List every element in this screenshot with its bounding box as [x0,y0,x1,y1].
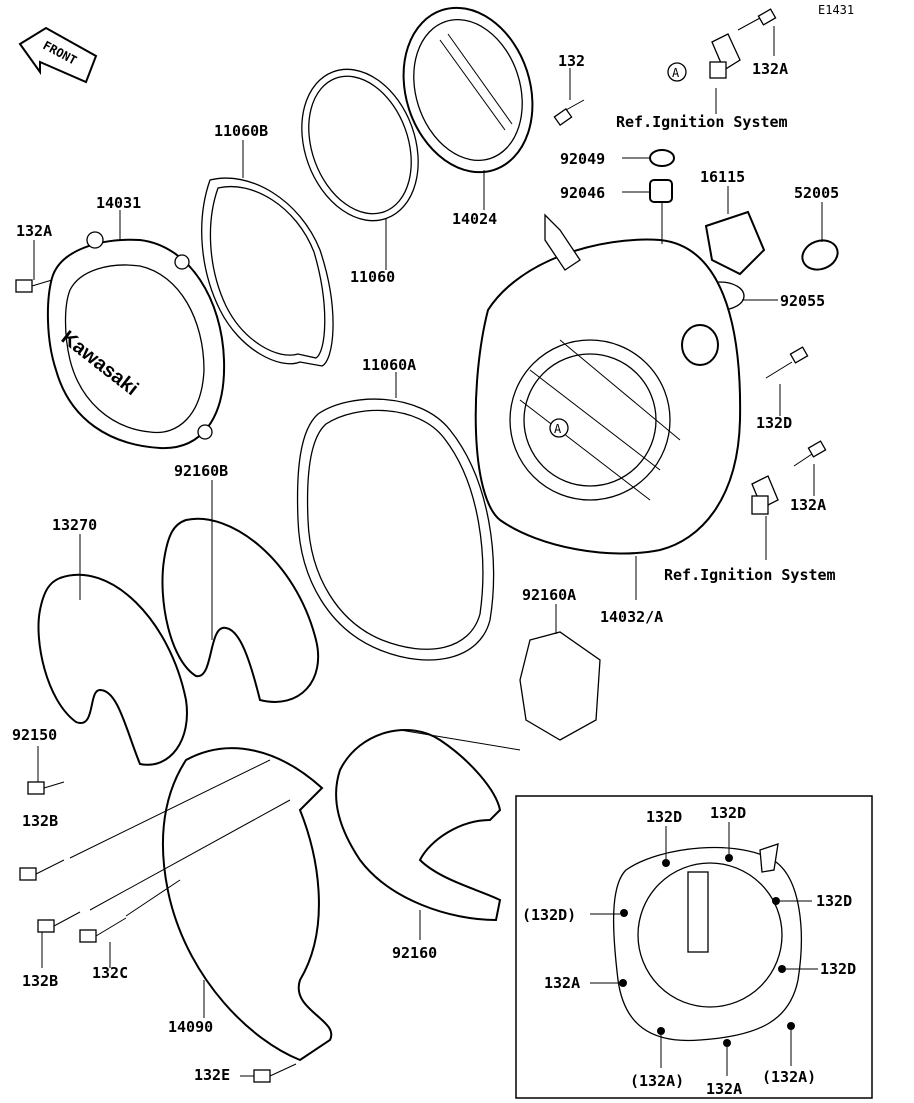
label-132-top: 132 [558,52,585,70]
inset-label-132D-3: (132D) [522,906,576,924]
bracket-right [751,475,779,515]
label-132D-right: 132D [756,414,792,432]
leader-lines [33,26,823,1077]
ref-circle-a-top [667,62,687,82]
label-14090: 14090 [168,1018,213,1036]
label-132A-left: 132A [16,222,52,240]
bolt-92150 [27,781,65,795]
label-132A-right: 132A [790,496,826,514]
label-92049: 92049 [560,150,605,168]
inset-label-132A-1: 132A [544,974,580,992]
inset-label-132A-4: (132A) [762,1068,816,1086]
inset-label-132D-2: 132D [710,804,746,822]
bracket-top [709,33,741,79]
bolt-132 [553,99,585,127]
label-11060A: 11060A [362,356,416,374]
label-92160B: 92160B [174,462,228,480]
gasket-11060-inner [308,75,412,215]
gasket-11060B-inner [209,186,326,359]
label-11060: 11060 [350,268,395,286]
ref-circle-a-main [549,418,569,438]
label-14031: 14031 [96,194,141,212]
inset-label-132D-1: 132D [646,808,682,826]
label-16115: 16115 [700,168,745,186]
cover-14090 [161,747,333,1062]
label-14032A: 14032/A [600,608,663,626]
bolt-132A-top [737,8,777,31]
front-arrow-icon: FRONT [18,26,98,84]
bolt-132E [253,1063,297,1083]
gasket-11060A-inner [306,409,484,650]
label-132B-2: 132B [22,972,58,990]
inset-label-132A-2: (132A) [630,1072,684,1090]
label-11060B: 11060B [214,122,268,140]
cover-14032A [474,213,742,555]
cover-14031: Kawasaki [46,231,226,450]
diagram-id: E1431 [818,3,854,17]
bracket-92160A [519,631,601,741]
label-14024: 14024 [452,210,497,228]
seal-52005 [801,239,839,271]
cover-14024 [402,6,534,174]
bolt-132A-right [793,440,827,467]
seal-92049 [649,149,675,167]
label-132A-top: 132A [752,60,788,78]
bolt-132C [79,917,127,943]
plate-13270 [37,573,188,766]
label-132E: 132E [194,1066,230,1084]
inset-bolt-positions [515,795,873,1099]
label-52005: 52005 [794,184,839,202]
label-132B-1: 132B [22,812,58,830]
label-132C: 132C [92,964,128,982]
label-92046: 92046 [560,184,605,202]
inset-label-132D-5: 132D [820,960,856,978]
bolt-132B-1 [19,859,65,881]
label-92055: 92055 [780,292,825,310]
label-92150: 92150 [12,726,57,744]
label-13270: 13270 [52,516,97,534]
label-ref-ignition-right: Ref.Ignition System [664,566,836,584]
cover-92160 [335,729,502,922]
bolt-132A-left [15,279,53,293]
inset-label-132D-4: 132D [816,892,852,910]
label-92160A: 92160A [522,586,576,604]
label-92160: 92160 [392,944,437,962]
circle-ref-a-main: A [554,422,562,436]
cover-92160B [161,517,320,703]
bolt-132B-2 [37,911,81,933]
label-ref-ignition-top: Ref.Ignition System [616,113,788,131]
cap-16115 [704,210,766,276]
bolt-132D-right [765,346,809,379]
collar-92046 [649,179,673,203]
circle-ref-a-top: A [672,66,680,80]
inset-label-132A-3: 132A [706,1080,742,1098]
